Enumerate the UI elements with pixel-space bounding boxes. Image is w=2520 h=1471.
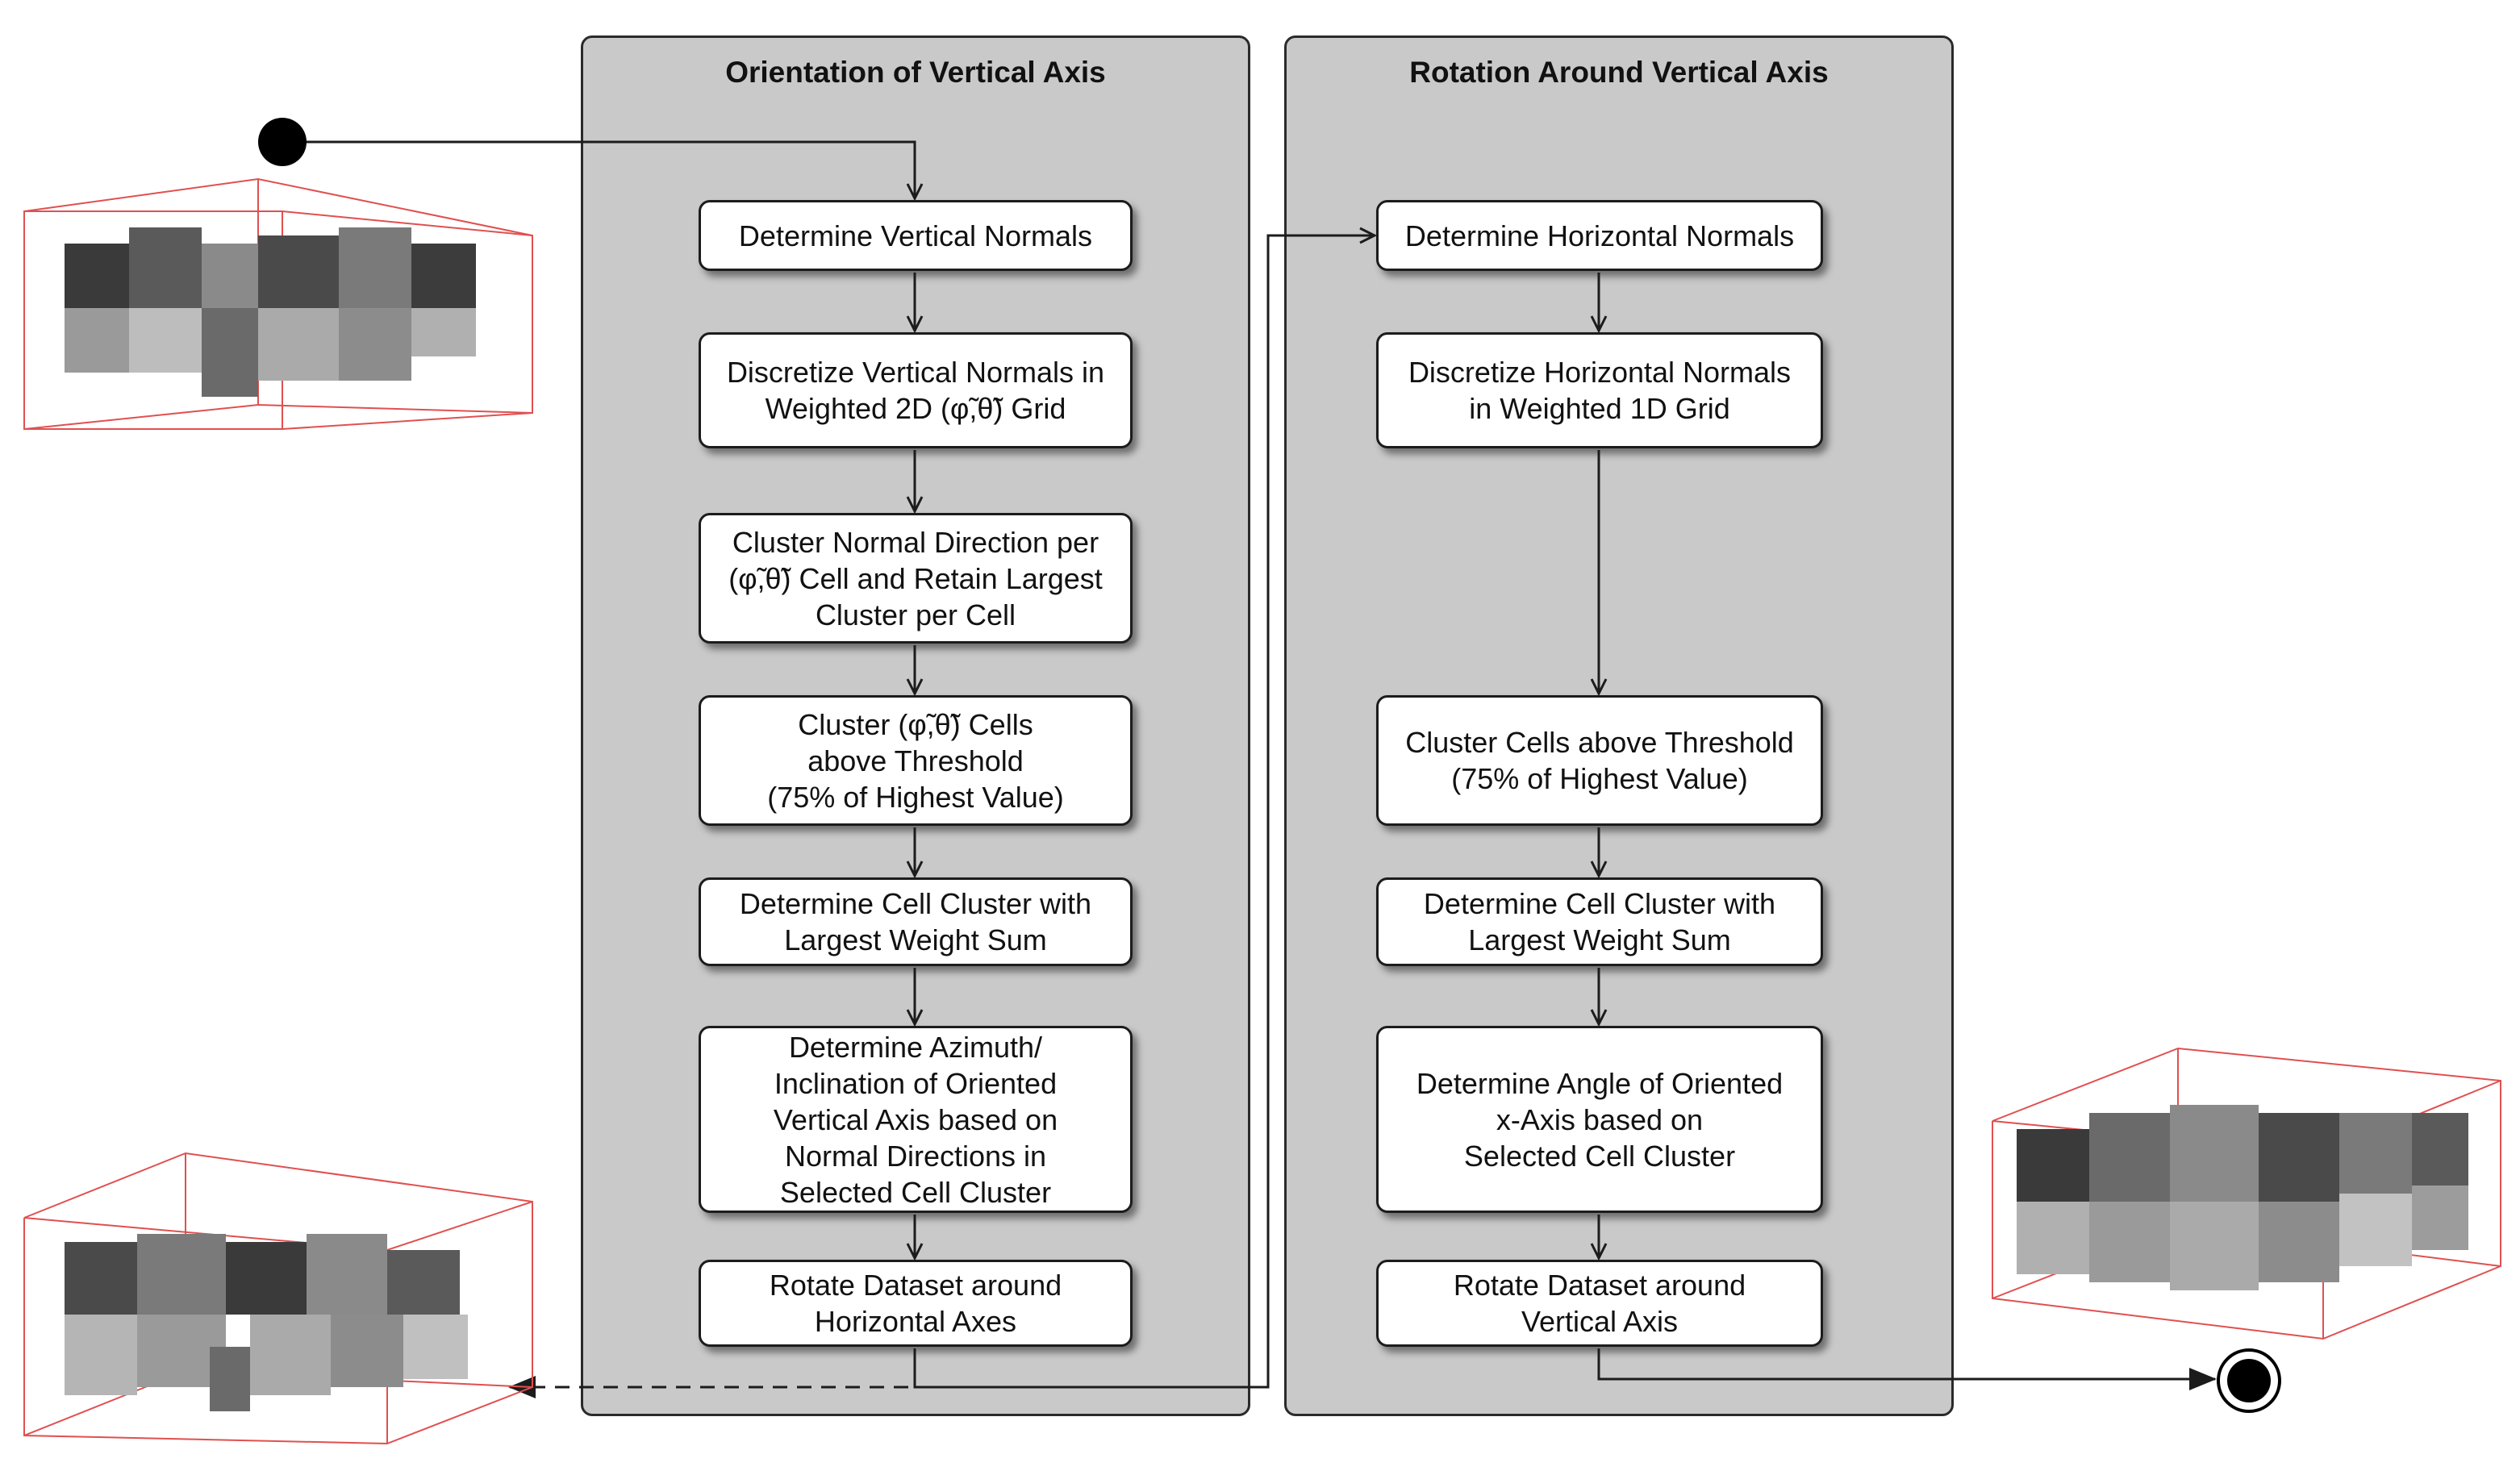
- step-determine-vertical-normals: Determine Vertical Normals: [699, 200, 1133, 271]
- step-label: Determine Horizontal Normals: [1404, 219, 1795, 252]
- building-model-intermediate: [23, 1152, 533, 1445]
- step-cluster-cells-threshold-h: Cluster Cells above Threshold (75% of Hi…: [1376, 695, 1823, 826]
- step-determine-horizontal-normals: Determine Horizontal Normals: [1376, 200, 1823, 271]
- step-label: Determine Azimuth/ Inclination of Orient…: [773, 1030, 1058, 1209]
- step-cluster-cells-threshold: Cluster (φ̃,θ̃) Cells above Threshold (7…: [699, 695, 1133, 826]
- step-rotate-vertical-axis: Rotate Dataset around Vertical Axis: [1376, 1260, 1823, 1347]
- step-label: Determine Angle of Oriented x-Axis based…: [1416, 1066, 1784, 1173]
- edge-start: [282, 140, 915, 198]
- step-rotate-horizontal-axes: Rotate Dataset around Horizontal Axes: [699, 1260, 1133, 1347]
- building-model-output: [1992, 1047, 2501, 1340]
- start-node: [258, 118, 307, 166]
- step-discretize-horizontal-normals: Discretize Horizontal Normals in Weighte…: [1376, 332, 1823, 448]
- step-determine-cell-cluster-h: Determine Cell Cluster with Largest Weig…: [1376, 877, 1823, 966]
- lane-title: Orientation of Vertical Axis: [725, 56, 1106, 89]
- step-discretize-vertical-normals: Discretize Vertical Normals in Weighted …: [699, 332, 1133, 448]
- building-blocks: [65, 1234, 468, 1411]
- step-label: Cluster Normal Direction per (φ̃,θ̃) Cel…: [728, 525, 1103, 631]
- edge-end: [1597, 1348, 2217, 1390]
- step-determine-cell-cluster: Determine Cell Cluster with Largest Weig…: [699, 877, 1133, 966]
- step-label: Determine Cell Cluster with Largest Weig…: [1423, 887, 1776, 956]
- step-label: Discretize Horizontal Normals in Weighte…: [1408, 356, 1792, 425]
- step-cluster-normal-direction: Cluster Normal Direction per (φ̃,θ̃) Cel…: [699, 513, 1133, 644]
- end-node-core: [2227, 1359, 2271, 1402]
- step-label: Cluster (φ̃,θ̃) Cells above Threshold (7…: [767, 707, 1064, 814]
- step-label: Cluster Cells above Threshold (75% of Hi…: [1405, 726, 1794, 795]
- building-model-input: [23, 177, 533, 430]
- building-blocks: [2017, 1105, 2468, 1290]
- building-blocks: [65, 227, 476, 397]
- step-determine-angle-x-axis: Determine Angle of Oriented x-Axis based…: [1376, 1026, 1823, 1213]
- step-label: Discretize Vertical Normals in Weighted …: [726, 356, 1105, 425]
- step-label: Rotate Dataset around Horizontal Axes: [769, 1269, 1062, 1338]
- lane-title: Rotation Around Vertical Axis: [1409, 56, 1829, 89]
- step-label: Determine Vertical Normals: [738, 219, 1093, 252]
- step-label: Rotate Dataset around Vertical Axis: [1453, 1269, 1746, 1338]
- edge-cross-lane: [913, 235, 1375, 1389]
- step-label: Determine Cell Cluster with Largest Weig…: [739, 887, 1092, 956]
- step-determine-azimuth-inclination: Determine Azimuth/ Inclination of Orient…: [699, 1026, 1133, 1213]
